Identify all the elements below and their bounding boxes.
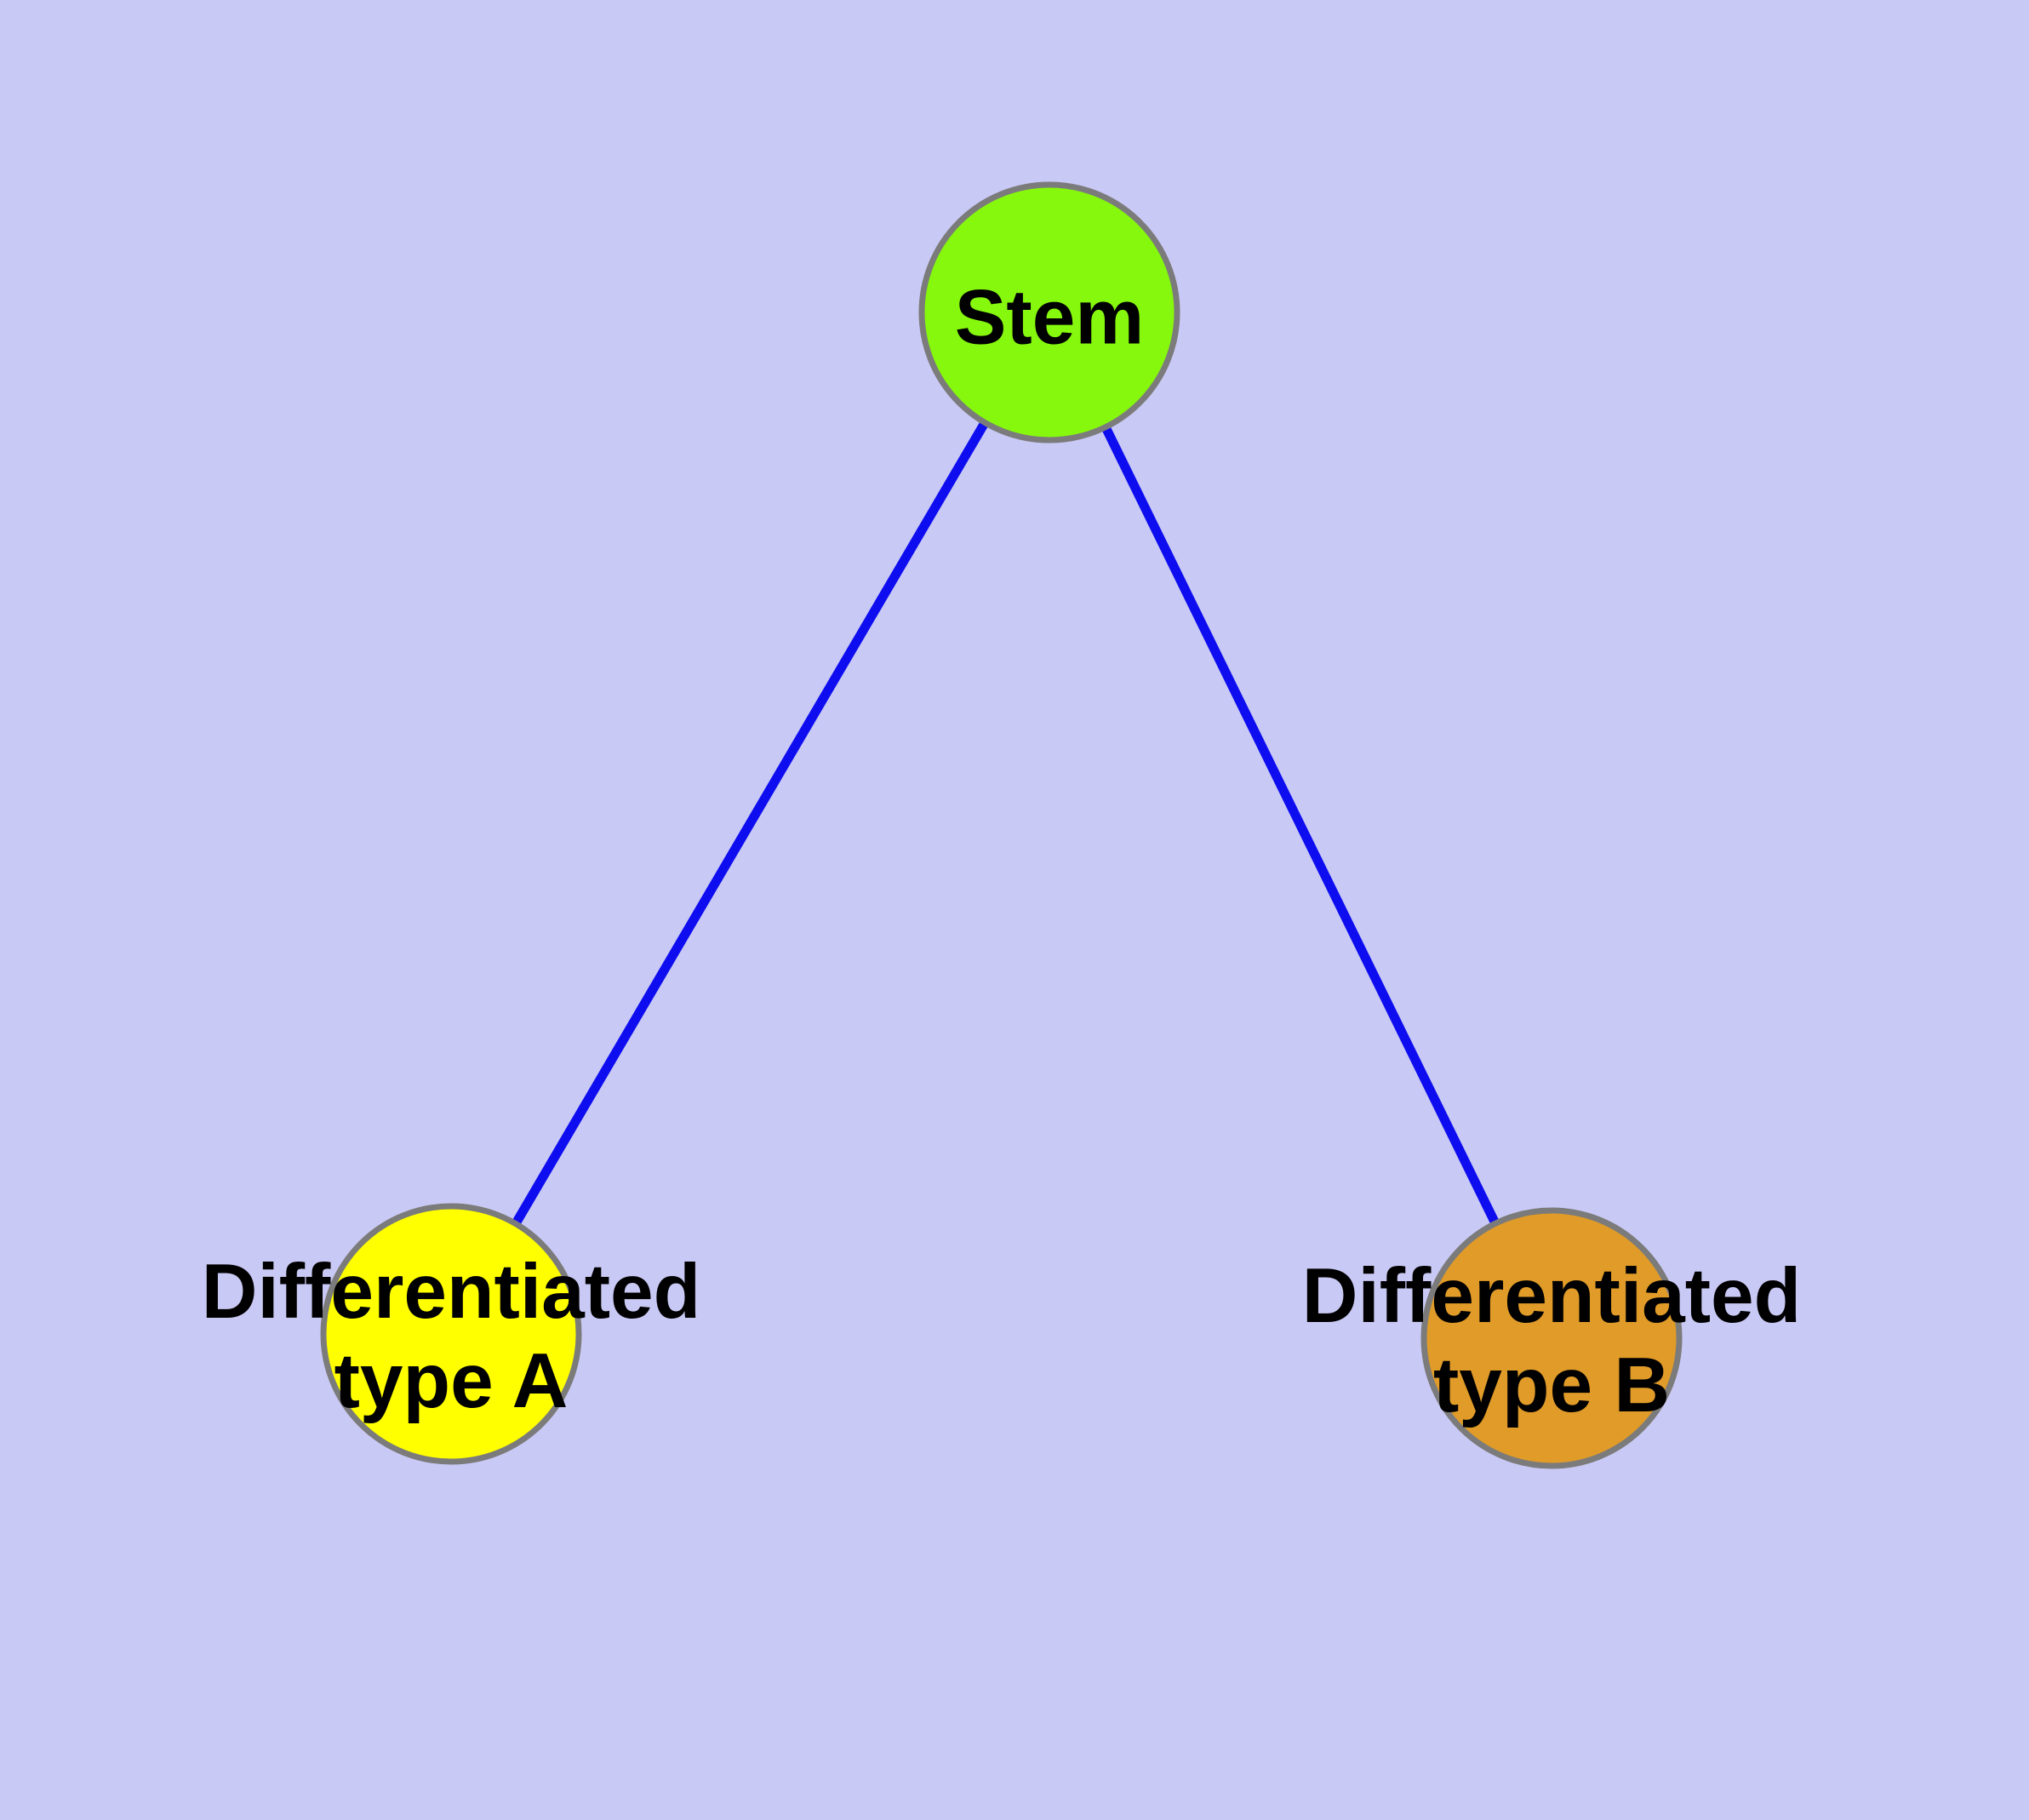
edge-stem-to-type-b xyxy=(1045,310,1556,1341)
node-type-a-circle xyxy=(320,1203,582,1465)
node-stem-circle xyxy=(918,181,1180,444)
node-type-b-circle xyxy=(1420,1207,1683,1469)
edge-stem-to-type-a xyxy=(447,310,1054,1336)
